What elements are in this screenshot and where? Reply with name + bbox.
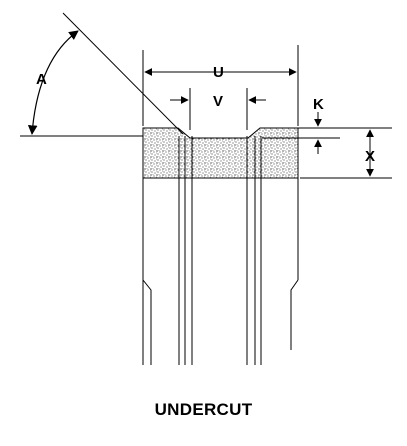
- angle-extension-line: [62, 12, 184, 135]
- body-lines: [142, 128, 299, 365]
- dimension-k: [262, 112, 340, 154]
- dimension-x: [300, 127, 392, 179]
- diagram-caption: UNDERCUT: [154, 400, 253, 419]
- label-a: A: [36, 71, 47, 88]
- angle-arc: [27, 30, 79, 135]
- label-x: X: [365, 148, 375, 165]
- label-v: V: [213, 93, 223, 110]
- coating-band: [142, 127, 299, 179]
- label-k: K: [313, 96, 324, 113]
- dimension-v: [170, 88, 266, 130]
- label-u: U: [213, 64, 224, 81]
- dimension-u: [142, 45, 299, 126]
- hidden-lines: [150, 292, 292, 362]
